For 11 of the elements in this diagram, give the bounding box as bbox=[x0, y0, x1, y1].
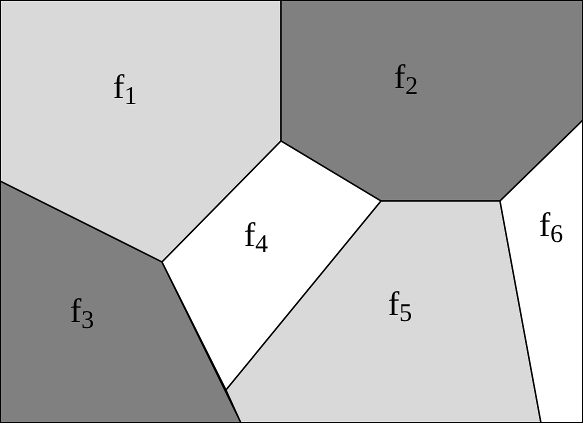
region-cell bbox=[0, 0, 281, 262]
region-label: f$_{6}$ bbox=[538, 209, 564, 243]
region-label: f$_{3}$ bbox=[70, 295, 94, 329]
region-label: f$_{2}$ bbox=[394, 61, 418, 95]
region-cell bbox=[500, 120, 583, 423]
region-cell bbox=[0, 181, 241, 423]
region-label: f$_{5}$ bbox=[388, 288, 412, 322]
region-cell bbox=[162, 141, 381, 390]
region-label: f$_{1}$ bbox=[112, 71, 138, 105]
region-label: f$_{4}$ bbox=[244, 219, 268, 253]
region-cell bbox=[226, 201, 541, 423]
